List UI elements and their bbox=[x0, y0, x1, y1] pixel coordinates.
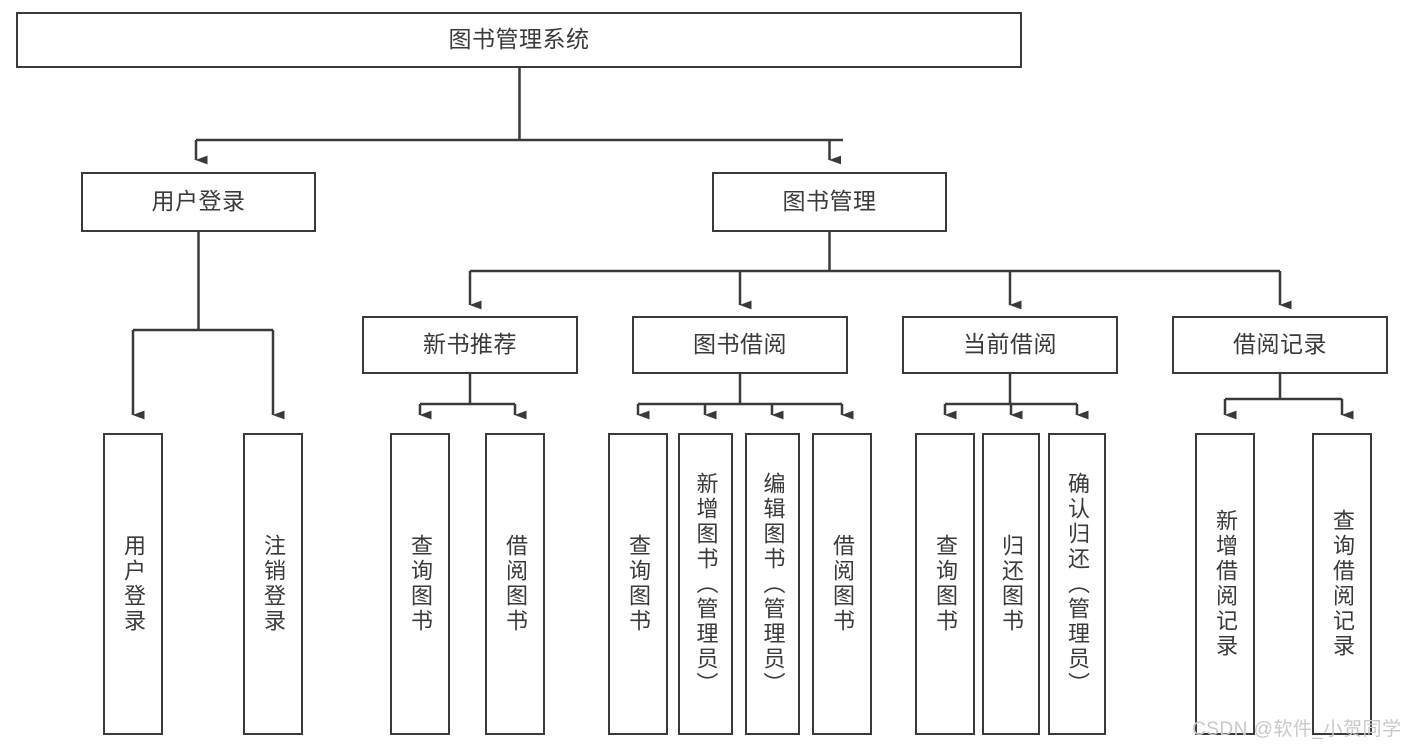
csdn-watermark: CSDN @软件_小贺同学 bbox=[1192, 719, 1402, 740]
node-borrowing-records[interactable]: 借阅记录 bbox=[1172, 316, 1388, 374]
node-label: 编辑图书（管理员） bbox=[760, 471, 786, 697]
node-leaf-borrow-add-book-admin[interactable]: 新增图书（管理员） bbox=[678, 433, 733, 735]
node-root-book-management-system[interactable]: 图书管理系统 bbox=[16, 12, 1022, 68]
node-label: 图书管理 bbox=[782, 188, 877, 215]
node-leaf-user-logout[interactable]: 注销登录 bbox=[243, 433, 303, 735]
node-label: 图书借阅 bbox=[693, 331, 787, 358]
node-book-borrowing[interactable]: 图书借阅 bbox=[632, 316, 848, 374]
node-new-book-recommendation[interactable]: 新书推荐 bbox=[362, 316, 578, 374]
node-label: 借阅记录 bbox=[1233, 331, 1327, 358]
node-label: 新增图书（管理员） bbox=[693, 471, 719, 697]
node-label: 新书推荐 bbox=[423, 331, 517, 358]
node-current-borrowing[interactable]: 当前借阅 bbox=[902, 316, 1118, 374]
node-user-login[interactable]: 用户登录 bbox=[81, 172, 316, 232]
node-label: 查询图书 bbox=[933, 534, 958, 634]
node-label: 用户登录 bbox=[121, 534, 146, 634]
node-label: 查询借阅记录 bbox=[1330, 509, 1355, 659]
node-leaf-newbook-borrow-book[interactable]: 借阅图书 bbox=[485, 433, 545, 735]
node-label: 查询图书 bbox=[408, 534, 433, 634]
node-label: 注销登录 bbox=[261, 534, 286, 634]
node-leaf-newbook-query-book[interactable]: 查询图书 bbox=[390, 433, 450, 735]
node-leaf-borrow-query-book[interactable]: 查询图书 bbox=[608, 433, 668, 735]
node-label: 借阅图书 bbox=[503, 534, 528, 634]
node-leaf-records-query-record[interactable]: 查询借阅记录 bbox=[1312, 433, 1372, 735]
node-leaf-records-add-record[interactable]: 新增借阅记录 bbox=[1195, 433, 1255, 735]
node-label: 查询图书 bbox=[626, 534, 651, 634]
node-label: 新增借阅记录 bbox=[1213, 509, 1238, 659]
node-label: 确认归还（管理员） bbox=[1065, 471, 1090, 697]
node-leaf-borrow-lend-book[interactable]: 借阅图书 bbox=[812, 433, 872, 735]
node-leaf-user-login[interactable]: 用户登录 bbox=[103, 433, 163, 735]
node-label: 借阅图书 bbox=[830, 534, 855, 634]
node-leaf-current-query-book[interactable]: 查询图书 bbox=[915, 433, 975, 735]
node-book-management[interactable]: 图书管理 bbox=[712, 172, 947, 232]
node-label: 归还图书 bbox=[999, 534, 1024, 634]
node-label: 用户登录 bbox=[151, 188, 246, 215]
node-leaf-borrow-edit-book-admin[interactable]: 编辑图书（管理员） bbox=[745, 433, 800, 735]
node-leaf-current-return-book[interactable]: 归还图书 bbox=[982, 433, 1040, 735]
node-leaf-current-confirm-return-admin[interactable]: 确认归还（管理员） bbox=[1048, 433, 1106, 735]
node-label: 当前借阅 bbox=[963, 331, 1057, 358]
node-label: 图书管理系统 bbox=[448, 26, 590, 53]
